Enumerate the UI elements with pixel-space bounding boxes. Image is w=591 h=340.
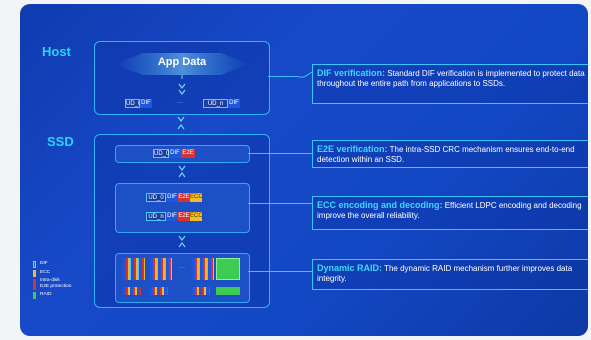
chevron-down-icon bbox=[178, 89, 186, 96]
dif-block: DIF bbox=[140, 99, 152, 108]
leader-line bbox=[248, 203, 312, 204]
ecc-data-row: UD_n DIF E2E ECC bbox=[146, 212, 226, 221]
legend-swatch bbox=[33, 261, 36, 268]
chevron-down-icon bbox=[178, 83, 186, 90]
chevron-down-icon bbox=[177, 116, 185, 123]
raid-data-row bbox=[123, 287, 243, 295]
description-text: The dynamic RAID mechanism further impro… bbox=[317, 264, 573, 283]
legend-label: ECC bbox=[40, 270, 51, 275]
user-data-block: UD_0 bbox=[146, 193, 166, 202]
chevron-down-icon bbox=[178, 235, 186, 242]
legend-label: Intra-disk bbox=[40, 278, 60, 283]
leader-line bbox=[298, 70, 313, 82]
ssd-box: UD_0 DIF E2E UD_0 DIF E2E ECC UD_n DIF bbox=[94, 134, 270, 308]
legend-swatch bbox=[33, 279, 36, 290]
ellipsis: ··· bbox=[179, 265, 185, 271]
e2e-verification-description: E2E verification: The intra-SSD CRC mech… bbox=[312, 140, 588, 168]
raid-stripe-group bbox=[150, 258, 172, 280]
chevron-up-icon bbox=[178, 241, 186, 248]
host-title: Host bbox=[42, 44, 71, 59]
chevron-up-icon bbox=[178, 171, 186, 178]
app-data-label: App Data bbox=[157, 56, 207, 68]
e2e-block: E2E bbox=[178, 193, 190, 202]
ellipsis: ··· bbox=[177, 100, 183, 106]
description-heading: DIF verification: bbox=[317, 68, 386, 78]
legend-label: DIF bbox=[40, 261, 48, 266]
e2e-layer: UD_0 DIF E2E bbox=[115, 145, 250, 163]
app-data-graphic: App Data bbox=[115, 49, 249, 79]
legend-swatch bbox=[33, 270, 36, 277]
diagram-panel: Host SSD App Data bbox=[20, 4, 588, 336]
leader-line bbox=[248, 271, 312, 272]
legend-label: E2E protection bbox=[40, 284, 72, 289]
legend-label: RAID bbox=[40, 292, 52, 297]
raid-stripe-group bbox=[192, 258, 214, 280]
description-text: Efficient LDPC encoding and decoding imp… bbox=[317, 201, 582, 220]
chevron-down-icon bbox=[178, 165, 186, 172]
raid-stripe-group bbox=[123, 258, 145, 280]
dynamic-raid-description: Dynamic RAID: The dynamic RAID mechanism… bbox=[312, 259, 588, 290]
ecc-layer: UD_0 DIF E2E ECC UD_n DIF E2E ECC bbox=[115, 183, 250, 233]
user-data-block: UD_n bbox=[146, 212, 166, 221]
description-heading: Dynamic RAID: bbox=[317, 263, 383, 273]
ecc-data-row: UD_0 DIF E2E ECC bbox=[146, 193, 226, 202]
ssd-title: SSD bbox=[47, 134, 74, 149]
host-data-row: UD_0 DIF ··· UD_n DIF bbox=[125, 99, 245, 108]
raid-layer: ··· bbox=[115, 253, 250, 303]
e2e-block: E2E bbox=[178, 212, 190, 221]
e2e-block: E2E bbox=[181, 149, 195, 158]
description-heading: E2E verification: bbox=[317, 144, 388, 154]
chevron-up-icon bbox=[177, 123, 185, 130]
leader-line bbox=[248, 153, 312, 154]
ecc-description: ECC encoding and decoding: Efficient LDP… bbox=[312, 196, 588, 230]
user-data-block: UD_0 bbox=[153, 149, 170, 158]
e2e-data-row: UD_0 DIF E2E bbox=[153, 149, 213, 158]
dif-block: DIF bbox=[228, 99, 240, 108]
description-text: The intra-SSD CRC mechanism ensures end-… bbox=[317, 145, 575, 164]
user-data-block: UD_n bbox=[203, 99, 228, 108]
dif-block: DIF bbox=[169, 149, 181, 158]
ecc-block: ECC bbox=[190, 212, 203, 221]
ecc-block: ECC bbox=[190, 193, 203, 202]
legend-swatch bbox=[33, 292, 36, 299]
description-heading: ECC encoding and decoding: bbox=[317, 200, 443, 210]
user-data-block: UD_0 bbox=[125, 99, 142, 108]
dif-block: DIF bbox=[166, 193, 178, 202]
raid-parity-block bbox=[216, 258, 240, 280]
leader-line bbox=[268, 76, 298, 77]
dif-verification-description: DIF verification: Standard DIF verificat… bbox=[312, 64, 588, 104]
host-box: App Data UD_0 DIF ··· UD_n DIF bbox=[94, 41, 270, 115]
description-text: Standard DIF verification is implemented… bbox=[317, 69, 585, 88]
dif-block: DIF bbox=[166, 212, 178, 221]
